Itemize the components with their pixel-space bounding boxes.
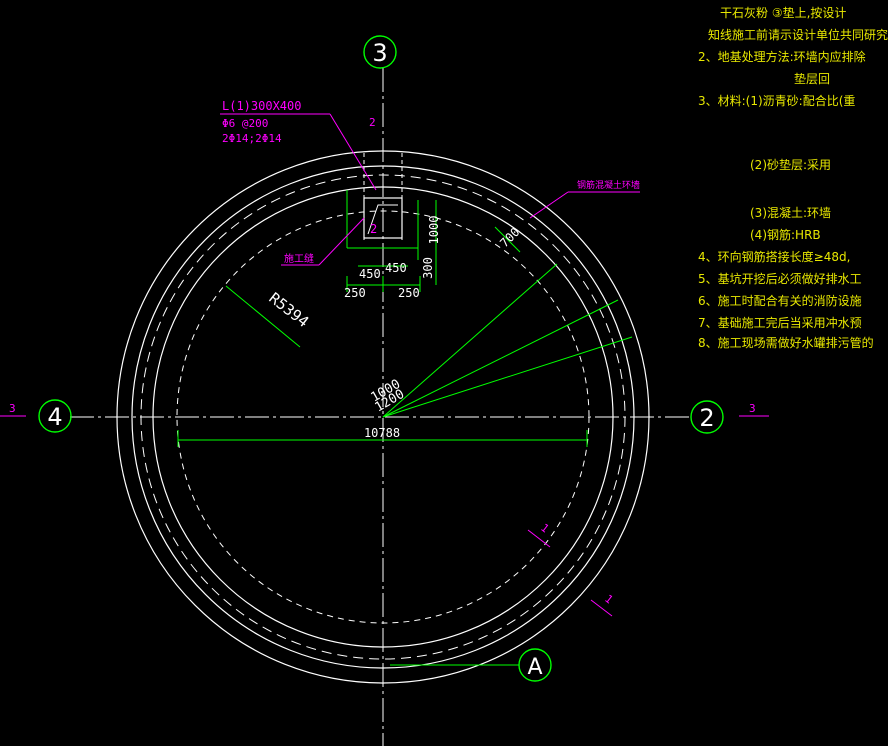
note-line: 3、材料:(1)沥青砂:配合比(重 (698, 94, 856, 108)
note-line: 2、地基处理方法:环墙内应排除 (698, 50, 866, 64)
note-line: 6、施工时配合有关的消防设施 (698, 294, 862, 308)
grid-bubble-bottom-label: A (527, 655, 542, 680)
grid-bubble-top: 3 (363, 35, 397, 69)
dim-1000-side: 1000 (427, 216, 441, 245)
radius-dimension: R5394 (225, 285, 312, 348)
notes-panel: 干石灰粉 ③垫上,按设计 知线施工前请示设计单位共同研究 2、地基处理方法:环墙… (690, 0, 888, 350)
diameter-dimension: 10788 (177, 426, 588, 447)
note-line: (4)钢筋:HRB (750, 228, 821, 242)
dim-250a: 250 (344, 286, 366, 300)
section-mark-right-label: 3 (749, 402, 756, 415)
grid-bubble-left: 4 (38, 399, 72, 433)
beam-label-line2: Φ6 @200 (222, 117, 268, 130)
beam-label-line1: L(1)300X400 (222, 99, 301, 113)
grid-bubble-bottom: A (390, 648, 552, 682)
diameter-label: 10788 (364, 426, 400, 440)
section-mark-right: 3 (739, 402, 769, 417)
beam-dimensions: 450 450 250 250 1000 300 (344, 200, 441, 300)
note-line: 8、施工现场需做好水罐排污管的 (698, 336, 874, 350)
beam-label: L(1)300X400 Φ6 @200 2Φ14;2Φ14 (220, 99, 377, 191)
dim-450b: 450 (385, 261, 407, 275)
grid-bubble-top-label: 3 (372, 39, 387, 67)
construction-joint-label: 施工缝 (284, 252, 314, 265)
note-line: 7、基础施工完后当采用冲水预 (698, 316, 862, 330)
ring-beam-tag-label: 钢筋混凝土环墙 (577, 179, 640, 191)
note-line: 知线施工前请示设计单位共同研究 (708, 28, 888, 42)
note-line: 5、基坑开挖后必须做好排水工 (698, 272, 862, 286)
svg-text:1: 1 (538, 521, 551, 535)
note-line: (2)砂垫层:采用 (750, 158, 832, 172)
note-line: 干石灰粉 ③垫上,按设计 (720, 6, 847, 20)
svg-text:1: 1 (602, 592, 615, 606)
section-mark-left: 3 (0, 402, 26, 417)
note-line: 垫层回 (794, 72, 831, 86)
tag-small-2: 2 (370, 222, 377, 236)
dim-700: 700 (497, 225, 522, 250)
ring-beam-tag: 钢筋混凝土环墙 (529, 179, 640, 219)
section-mark-left-label: 3 (9, 402, 16, 415)
beam-label-line3: 2Φ14;2Φ14 (222, 132, 282, 145)
drawing-canvas: 3 4 2 A 3 3 2 1 1 L(1 (0, 35, 769, 746)
dim-250b: 250 (398, 286, 420, 300)
note-line: 4、环向钢筋搭接长度≥48d, (698, 250, 851, 264)
grid-bubble-right-label: 2 (699, 404, 714, 432)
section-mark-top-label: 2 (369, 116, 376, 129)
dim-450a: 450 (359, 267, 381, 281)
radial-lines: 700 (382, 225, 633, 418)
grid-bubble-right: 2 (690, 400, 724, 434)
note-line: (3)混凝土:环墙 (750, 206, 832, 220)
dim-300: 300 (421, 257, 435, 279)
grid-bubble-left-label: 4 (47, 403, 62, 431)
construction-joint-tag: 施工缝 (281, 217, 365, 266)
